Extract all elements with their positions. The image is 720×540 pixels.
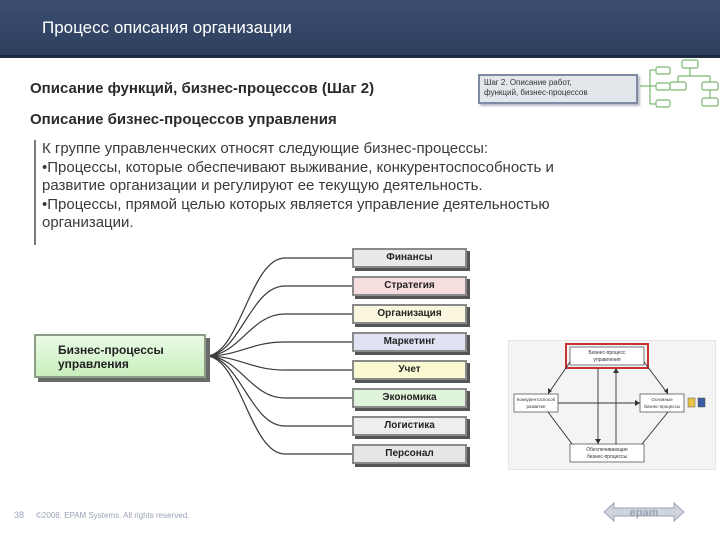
- epam-logo-icon: epam: [603, 501, 685, 523]
- connector-line: [205, 313, 352, 357]
- person-icon: [687, 397, 696, 408]
- body-line-2: •Процессы, которые обеспечивают выживани…: [42, 158, 554, 176]
- connector-line: [205, 355, 352, 427]
- step-badge: Шаг 2. Описание работ, функций, бизнес-п…: [478, 74, 638, 104]
- cycle-left-line2: развитие: [527, 404, 546, 409]
- cycle-top-highlight: [565, 343, 649, 369]
- root-node-label: Бизнес-процессы управления: [58, 343, 164, 371]
- category-node: Учет: [352, 360, 467, 380]
- step-badge-line1: Шаг 2. Описание работ,: [484, 78, 572, 87]
- category-node: Логистика: [352, 416, 467, 436]
- category-node: Маркетинг: [352, 332, 467, 352]
- category-node: Финансы: [352, 248, 467, 268]
- category-node: Стратегия: [352, 276, 467, 296]
- mini-org-tree-icon: [640, 59, 719, 108]
- category-node: Организация: [352, 304, 467, 324]
- root-node-line2: управления: [58, 357, 129, 371]
- cycle-bottom-node: [569, 443, 645, 463]
- cycle-right-line2: бизнес-процессы: [644, 404, 680, 409]
- cycle-bottom-line1: Обеспечивающие: [586, 447, 628, 453]
- body-text-bracket: [34, 140, 46, 245]
- body-line-4: •Процессы, прямой целью которых является…: [42, 195, 550, 213]
- section-subtitle-management: Описание бизнес-процессов управления: [30, 111, 337, 128]
- cycle-top-node: [569, 346, 645, 366]
- body-line-5: организации.: [42, 214, 134, 231]
- cycle-left-line1: Конкурентоспособ: [517, 397, 556, 402]
- connector-line: [205, 341, 352, 357]
- cycle-bottom-line2: бизнес-процессы: [587, 454, 628, 460]
- connector-line: [205, 355, 352, 455]
- cycle-top-line1: Бизнес-процесс: [589, 350, 626, 356]
- body-line-1: К группе управленческих относят следующи…: [42, 140, 489, 157]
- header-bar: Процесс описания организации: [0, 0, 720, 58]
- connector-line: [205, 285, 352, 357]
- connector-line: [205, 257, 352, 357]
- cycle-arrowheads: [548, 368, 668, 444]
- category-node: Экономика: [352, 388, 467, 408]
- process-cycle-diagram: Бизнес-процесс управления Конкурентоспос…: [508, 340, 716, 470]
- cycle-right-line1: Основные: [651, 397, 673, 402]
- root-node-management-processes: Бизнес-процессы управления: [34, 334, 206, 378]
- copyright-text: ©2008. EPAM Systems. All rights reserved…: [36, 511, 190, 520]
- cycle-top-line2: управления: [593, 357, 621, 363]
- connector-line: [205, 355, 352, 371]
- cycle-arrows: [547, 361, 669, 445]
- slide-title: Процесс описания организации: [42, 18, 292, 37]
- tree-connectors: [205, 257, 352, 455]
- step-badge-text: Шаг 2. Описание работ, функций, бизнес-п…: [484, 78, 588, 98]
- section-subtitle-functions: Описание функций, бизнес-процессов (Шаг …: [30, 80, 375, 97]
- person-icon: [697, 397, 706, 408]
- category-node: Персонал: [352, 444, 467, 464]
- body-text: К группе управленческих относят следующи…: [42, 140, 672, 233]
- svg-text:epam: epam: [630, 507, 659, 519]
- connector-line: [205, 355, 352, 399]
- root-node-line1: Бизнес-процессы: [58, 343, 164, 357]
- body-line-3: развитие организации и регулируют ее тек…: [42, 177, 483, 194]
- step-badge-line2: функций, бизнес-процессов: [484, 88, 588, 97]
- page-number: 38: [14, 510, 25, 520]
